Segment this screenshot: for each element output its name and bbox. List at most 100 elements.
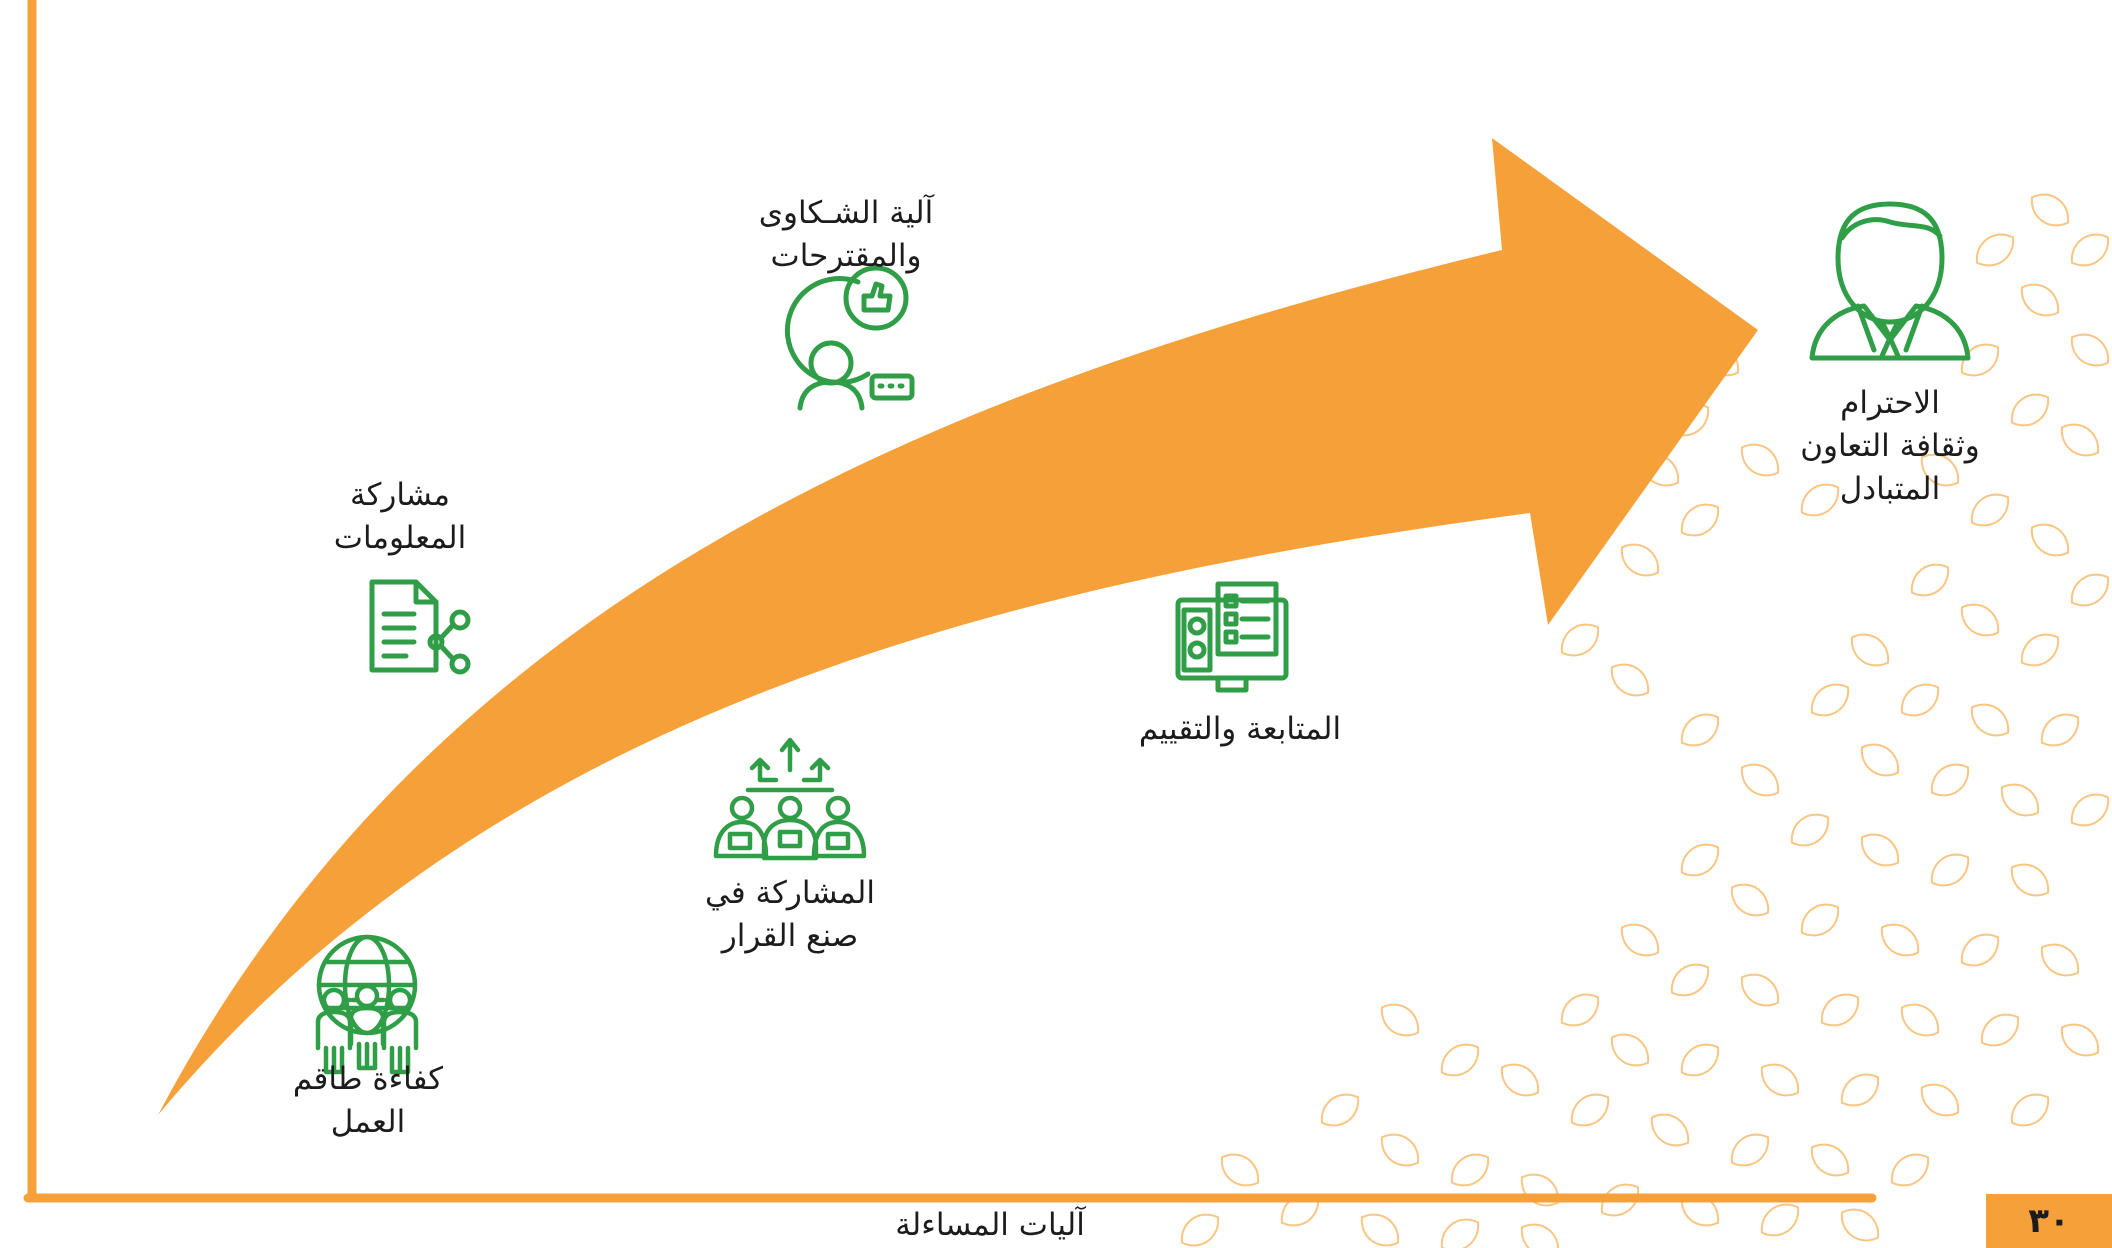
leaf-shape [2020,633,2060,667]
growth-arrow [158,138,1758,1115]
feedback-icon [784,265,915,411]
leaf-shape [1610,1033,1650,1067]
page-number-badge: ٣٠ [1986,1194,2112,1248]
leaf-shape [1760,1063,1800,1097]
leaf-shape [1900,1003,1940,1037]
leaf-shape [1450,1153,1490,1187]
leaf-shape [1440,1218,1480,1248]
leaf-shape [2000,783,2040,817]
goal-label-line: الاحترام [1840,385,1940,421]
leaf-shape [1840,1208,1880,1242]
leaf-shape [1810,1143,1850,1177]
leaf-shape [2040,943,2080,977]
leaf-shape [1920,1083,1960,1117]
leaf-shape [1910,563,1950,597]
step-label-complaints: آلية الشـكاوى والمقترحات [726,192,966,278]
leaf-shape [1220,1153,1260,1187]
evaluation-monitor-icon [1175,581,1289,693]
step-label-line: صنع القرار [721,918,859,954]
leaf-shape [1740,763,1780,797]
leaf-shape [1180,1213,1220,1247]
leaf-shape [2020,283,2060,317]
step-label-line: المشاركة في [705,875,875,911]
leaf-shape [1670,963,1710,997]
leaf-shape [1975,233,2015,267]
leaf-shape [1760,1203,1800,1237]
leaf-shape [1680,1193,1720,1227]
goal-label: الاحترام وثقافة التعاون المتبادل [1770,382,2010,511]
leaf-shape [1520,1223,1560,1248]
leaf-shape [1730,1133,1770,1167]
leaf-shape [1650,1113,1690,1147]
leaf-shape [1620,923,1660,957]
step-label-line: العمل [330,1104,406,1140]
step-label-line: والمقترحات [770,238,922,274]
leaf-shape [1380,1003,1420,1037]
leaf-shape [2070,573,2110,607]
businessman-icon [1809,201,1971,361]
leaf-shape [1320,1093,1360,1127]
leaf-shape [1440,1043,1480,1077]
leaf-shape [1800,903,1840,937]
leaf-shape [1980,1013,2020,1047]
leaf-shape [1880,923,1920,957]
goal-label-line: وثقافة التعاون [1800,428,1980,464]
leaf-shape [1740,973,1780,1007]
leaf-shape [1930,763,1970,797]
leaf-shape [1850,633,1890,667]
leaf-shape [2010,863,2050,897]
leaf-shape [1960,603,2000,637]
leaf-shape [1840,1073,1880,1107]
leaf-shape [1820,993,1860,1027]
step-label-decision-making: المشاركة في صنع القرار [690,872,890,958]
goal-label-line: المتبادل [1839,471,1941,507]
leaf-shape [1860,743,1900,777]
leaf-shape [2010,1093,2050,1127]
axis-label-text: آليات المساءلة [895,1207,1085,1243]
leaf-shape [1900,683,1940,717]
team-globe-icon [315,934,419,1075]
leaf-shape [1380,1133,1420,1167]
leaf-shape [1610,663,1650,697]
leaf-shape [1960,933,2000,967]
leaf-shape [1740,443,1780,477]
decision-group-icon [713,737,867,861]
leaf-shape [1930,853,1970,887]
leaf-shape [1520,1173,1560,1207]
leaf-shape [1680,1043,1720,1077]
leaf-shape [1970,493,2010,527]
step-label-information-sharing: مشاركة المعلومات [300,474,500,560]
leaf-shape [1570,1093,1610,1127]
step-label-line: المعلومات [333,520,467,556]
leaf-shape [1560,623,1600,657]
leaf-shape [1860,833,1900,867]
leaf-shape [1920,453,1960,487]
step-label-monitoring: المتابعة والتقييم [1100,708,1380,751]
leaf-shape [1680,503,1720,537]
leaf-shape [1620,543,1660,577]
step-label-workforce: كفاءة طاقم العمل [258,1058,478,1144]
leaf-shape [1890,1153,1930,1187]
axis-label: آليات المساءلة [860,1204,1120,1247]
page-number: ٣٠ [2028,1201,2070,1241]
leaf-shape [2030,193,2070,227]
leaf-shape [1730,883,1770,917]
leaf-shape [1360,1213,1400,1247]
step-label-line: آلية الشـكاوى [758,195,934,231]
leaf-shape [2070,233,2110,267]
leaf-shape [1680,713,1720,747]
leaf-shape [2060,1023,2100,1057]
leaf-shape [2040,713,2080,747]
leaf-shape [1790,813,1830,847]
step-label-line: كفاءة طاقم [292,1061,444,1097]
leaf-shape [1560,993,1600,1027]
leaf-shape [2070,793,2110,827]
leaf-shape [1800,483,1840,517]
leaf-shape [2010,393,2050,427]
leaf-shape [1810,683,1850,717]
leaf-shape [2030,523,2070,557]
leaf-shape [1280,1193,1320,1227]
leaf-shape [1500,1063,1540,1097]
document-share-icon [369,579,471,675]
